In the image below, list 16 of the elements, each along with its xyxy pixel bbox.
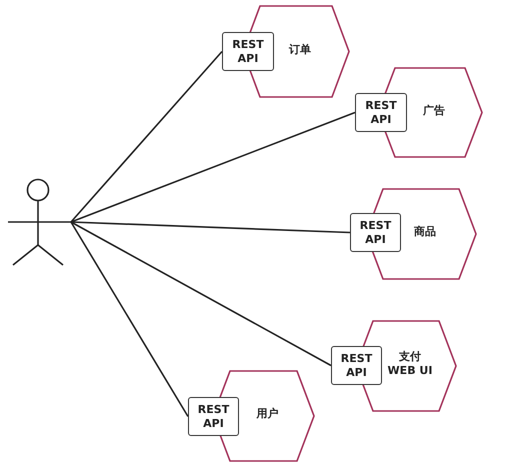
stick-figure — [8, 178, 71, 266]
connector-line — [70, 222, 189, 417]
api-box: REST API — [355, 93, 407, 132]
service-label: 商品 — [413, 225, 437, 239]
service-label: 用户 — [255, 407, 280, 421]
api-box: REST API — [331, 346, 382, 385]
service-label: 支付 WEB UI — [387, 350, 433, 378]
connector-line — [70, 221, 332, 366]
connector-line — [70, 221, 350, 234]
api-box: REST API — [188, 397, 239, 436]
connector-line — [70, 112, 356, 223]
api-box: REST API — [222, 32, 274, 71]
api-box: REST API — [350, 213, 401, 252]
service-label: 广告 — [422, 104, 446, 118]
connector-line — [70, 50, 223, 223]
service-label: 订单 — [288, 42, 312, 56]
